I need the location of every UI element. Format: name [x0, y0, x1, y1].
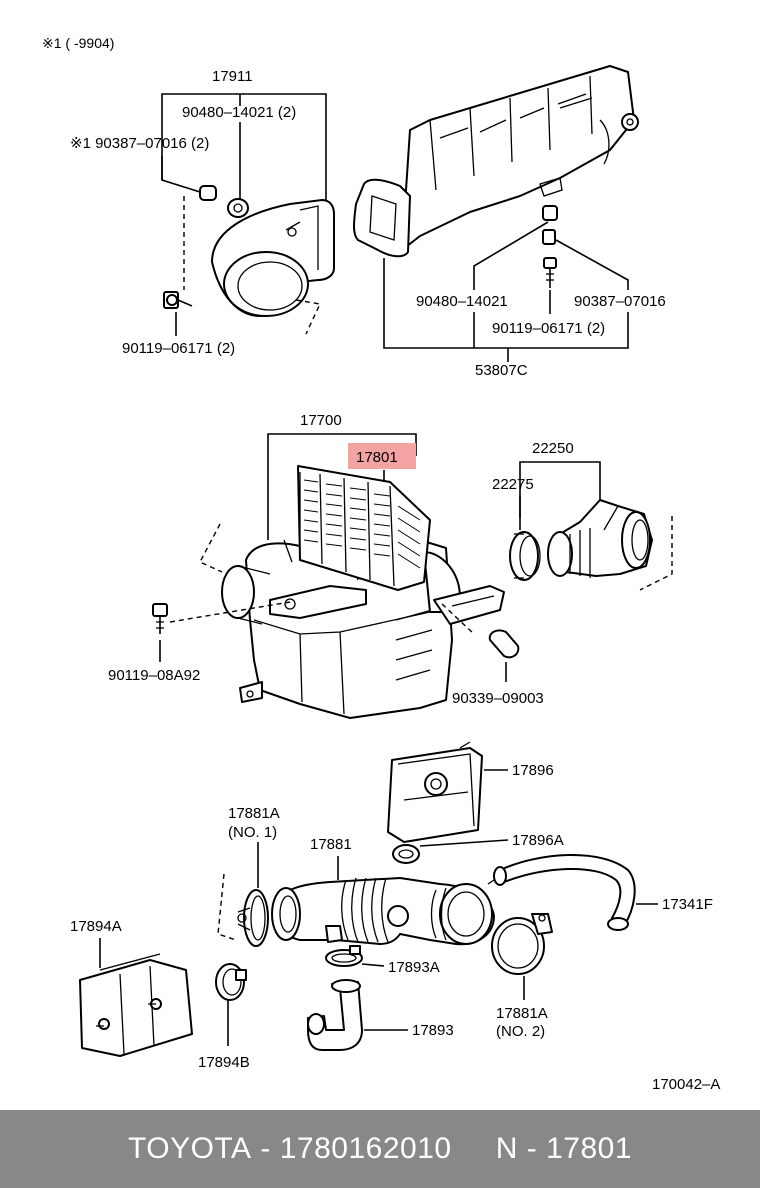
hose-piece-icon	[488, 629, 520, 659]
label-22250[interactable]: 22250	[532, 440, 574, 457]
resonator-box-icon	[79, 953, 193, 1057]
footer-part-number: 1780162010	[279, 1132, 452, 1165]
bolt-icon	[163, 291, 193, 309]
air-filter-element-icon	[297, 465, 431, 591]
label-90387-07016[interactable]: 90387–07016	[574, 293, 666, 310]
gasket-ring-icon	[509, 531, 541, 581]
group-22250: 22250 22275	[492, 440, 673, 591]
grommet-icon	[542, 205, 558, 221]
ring-icon	[491, 913, 553, 975]
label-90480-14021-2[interactable]: 90480–14021 (2)	[182, 104, 296, 121]
part-info-footer: TOYOTA - 1780162010 N - 17801	[0, 1110, 760, 1188]
group-17700: 17700 17801	[108, 412, 544, 719]
label-17894B[interactable]: 17894B	[198, 1054, 250, 1071]
label-17881A-no2-sub: (NO. 2)	[496, 1023, 545, 1040]
label-17881A-no1-sub: (NO. 1)	[228, 824, 277, 841]
label-90119-06171-2[interactable]: 90119–06171 (2)	[122, 340, 235, 357]
ring-icon	[237, 889, 269, 947]
highlight-box	[348, 443, 416, 469]
nut-icon	[227, 198, 249, 218]
label-17894A[interactable]: 17894A	[70, 918, 122, 935]
label-53807C[interactable]: 53807C	[475, 362, 528, 379]
resonator-icon	[387, 741, 483, 843]
air-flow-meter-icon	[547, 499, 653, 578]
elbow-hose-icon	[307, 979, 363, 1051]
parts-diagram: ※1 ( -9904) 17911 90480–14021 (2) ※1 903…	[42, 35, 720, 1093]
breather-hose-icon	[493, 854, 636, 931]
label-17881[interactable]: 17881	[310, 836, 352, 853]
label-17911[interactable]: 17911	[212, 68, 253, 85]
inlet-duct-icon	[353, 65, 639, 258]
label-90339-09003[interactable]: 90339–09003	[452, 690, 544, 707]
label-17801[interactable]: 17801	[356, 449, 398, 466]
bolt-icon	[152, 603, 168, 634]
label-17881A-no1[interactable]: 17881A	[228, 805, 280, 822]
clamp-icon	[325, 945, 363, 967]
label-17896A[interactable]: 17896A	[512, 832, 564, 849]
clamp-icon	[215, 963, 247, 1001]
label-17893A[interactable]: 17893A	[388, 959, 440, 976]
throttle-adapter-icon	[211, 199, 335, 317]
clamp-icon	[392, 844, 420, 864]
intake-hose-icon	[271, 877, 495, 946]
group-17881: 17896 17896A 17881A (NO. 1) 17881	[70, 741, 713, 1071]
label-17341F[interactable]: 17341F	[662, 896, 713, 913]
label-90480-14021[interactable]: 90480–14021	[416, 293, 508, 310]
label-17893[interactable]: 17893	[412, 1022, 454, 1039]
grommet-icon	[199, 185, 217, 201]
label-90119-08A92[interactable]: 90119–08A92	[108, 667, 200, 684]
label-22275[interactable]: 22275	[492, 476, 534, 493]
label-90119-06171-2b[interactable]: 90119–06171 (2)	[492, 320, 605, 337]
label-90387-07016-2[interactable]: ※1 90387–07016 (2)	[70, 135, 209, 152]
label-17896[interactable]: 17896	[512, 762, 554, 779]
figure-code: 170042–A	[652, 1076, 720, 1093]
label-17700[interactable]: 17700	[300, 412, 342, 429]
group-17911: 17911 90480–14021 (2) ※1 90387–07016 (2)	[70, 68, 335, 357]
footer-code: N - 17801	[495, 1132, 633, 1165]
group-53807C: 90480–14021 90387–07016 90119–06171 (2) …	[353, 65, 666, 379]
applicability-note: ※1 ( -9904)	[42, 35, 114, 51]
footer-brand: TOYOTA	[127, 1132, 252, 1165]
bolt-icon	[543, 257, 557, 288]
clip-icon	[542, 229, 556, 245]
label-17881A-no2[interactable]: 17881A	[496, 1005, 548, 1022]
